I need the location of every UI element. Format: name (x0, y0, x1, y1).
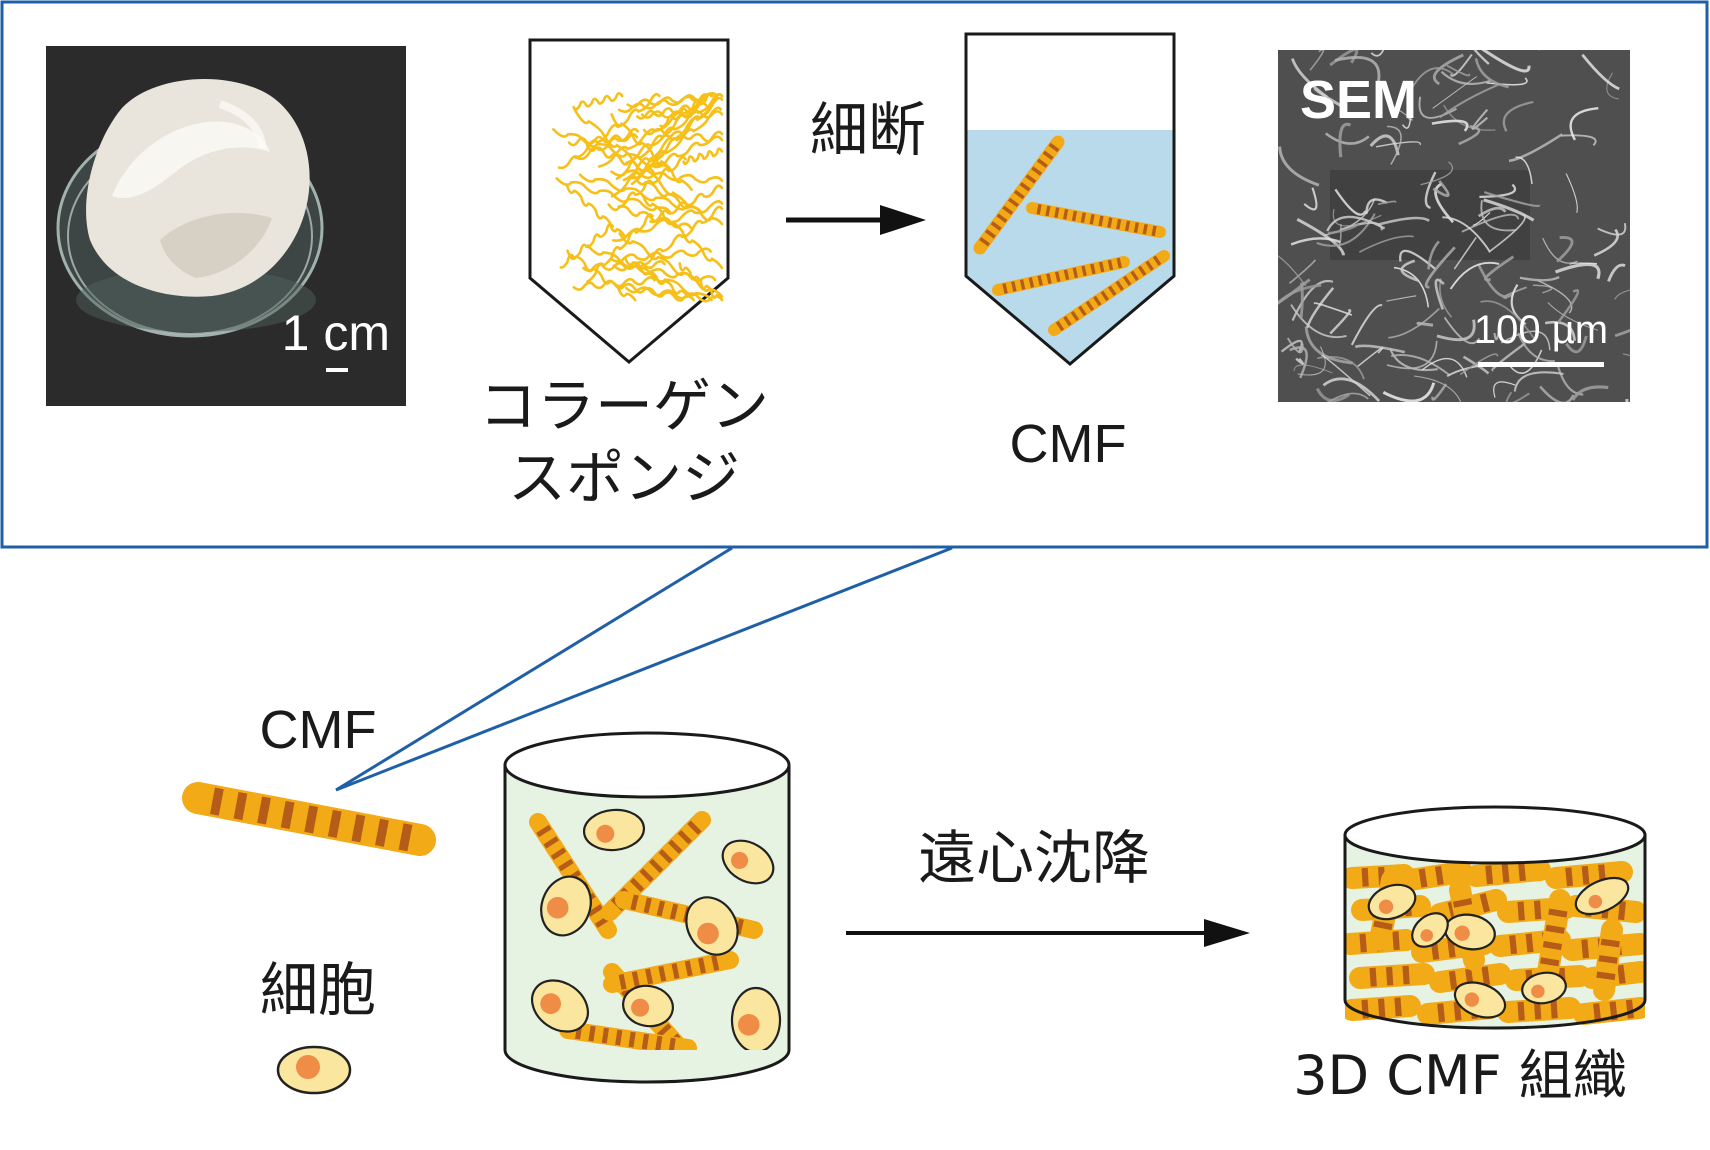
sponge-fiber (578, 173, 703, 214)
sponge-fiber (615, 93, 709, 181)
mixing-container (503, 731, 791, 1084)
sem-fiber-network (1278, 50, 1630, 402)
mixing-contents (529, 808, 782, 1050)
sponge-fiber (566, 249, 637, 302)
sponge-fiber (574, 92, 661, 160)
photo-scale-label: 1 cm (282, 305, 390, 361)
callout-lines (335, 546, 953, 792)
top-panel: 1 cm コラーゲン スポンジ 細断 CMF SEM 100 µm (0, 0, 1709, 549)
cmf-fiber (1593, 919, 1623, 1001)
cmf-tube (964, 32, 1176, 366)
centrifuge-label: 遠心沈降 (918, 824, 1150, 892)
cmf-fiber (1026, 202, 1166, 238)
centrifuge-arrow-icon (846, 919, 1250, 947)
sponge-fiber (623, 256, 689, 298)
sponge-tube-label-line2: スポンジ (508, 444, 740, 512)
cmf-tube-fibers (973, 135, 1170, 336)
sponge-fibers (552, 91, 724, 303)
cell (1574, 876, 1630, 916)
tissue-label: 3D CMF 組織 (1293, 1044, 1627, 1107)
cell (1453, 981, 1507, 1019)
cell (730, 986, 782, 1050)
shred-label: 細断 (810, 96, 926, 164)
sponge-fiber (610, 106, 723, 198)
cmf-fiber (1537, 889, 1571, 983)
sponge-fiber (552, 128, 671, 171)
sponge-fiber (610, 247, 712, 263)
sponge-fiber (617, 92, 719, 113)
sponge-fiber (641, 193, 724, 270)
legend-cmf-fiber-icon (182, 782, 436, 856)
cmf-fiber (992, 256, 1130, 296)
sponge-fiber (682, 147, 724, 166)
sponge-fiber (555, 177, 672, 214)
cell (1411, 912, 1449, 948)
sponge-fiber (618, 232, 724, 298)
cell (685, 896, 739, 956)
sponge-fiber (636, 101, 708, 120)
top-panel-frame (0, 0, 1709, 549)
tissue-container (1343, 805, 1647, 1030)
sponge-fiber (586, 213, 654, 284)
cell (622, 984, 674, 1028)
sponge-fiber (612, 264, 717, 283)
sponge-fiber (625, 92, 724, 165)
cmf-fiber (1399, 861, 1473, 891)
collagen-sponge-photo: 1 cm (46, 46, 406, 406)
cell (1521, 971, 1567, 1005)
sponge-tube-label-line1: コラーゲン (479, 372, 769, 440)
cmf-fiber (1048, 250, 1170, 336)
sem-scale-label: 100 µm (1474, 308, 1608, 352)
cmf-fiber (603, 951, 739, 993)
cmf-fiber (1349, 963, 1435, 989)
cmf-tube-label: CMF (1010, 414, 1127, 474)
cmf-fiber (1345, 995, 1421, 1021)
cell (1444, 913, 1496, 951)
cell (540, 875, 592, 937)
cell (721, 839, 775, 885)
sponge-fiber (622, 96, 724, 182)
legend-cmf-fiber (182, 782, 436, 856)
sponge-fiber (641, 205, 724, 267)
sem-image: SEM 100 µm (1278, 50, 1630, 402)
cell (1367, 883, 1417, 921)
sponge-fiber (610, 169, 724, 184)
sponge-tube (528, 38, 730, 364)
sponge-fiber (625, 286, 724, 303)
sponge-fiber (559, 223, 615, 269)
legend-cell-label: 細胞 (260, 956, 376, 1024)
shred-arrow-icon (786, 205, 926, 235)
legend-cmf-label: CMF (260, 700, 377, 760)
sponge-fiber (612, 282, 695, 302)
sponge-fiber (572, 92, 624, 111)
cell (582, 808, 646, 852)
cmf-fiber (1465, 859, 1551, 887)
cmf-fiber (973, 135, 1065, 255)
sponge-fiber (557, 127, 639, 170)
sponge-fiber (565, 183, 626, 238)
sem-title: SEM (1300, 70, 1417, 130)
tissue-contents (1345, 859, 1645, 1025)
sponge-fiber (610, 113, 693, 192)
legend-cell-icon (276, 1045, 352, 1095)
cell (531, 979, 589, 1033)
